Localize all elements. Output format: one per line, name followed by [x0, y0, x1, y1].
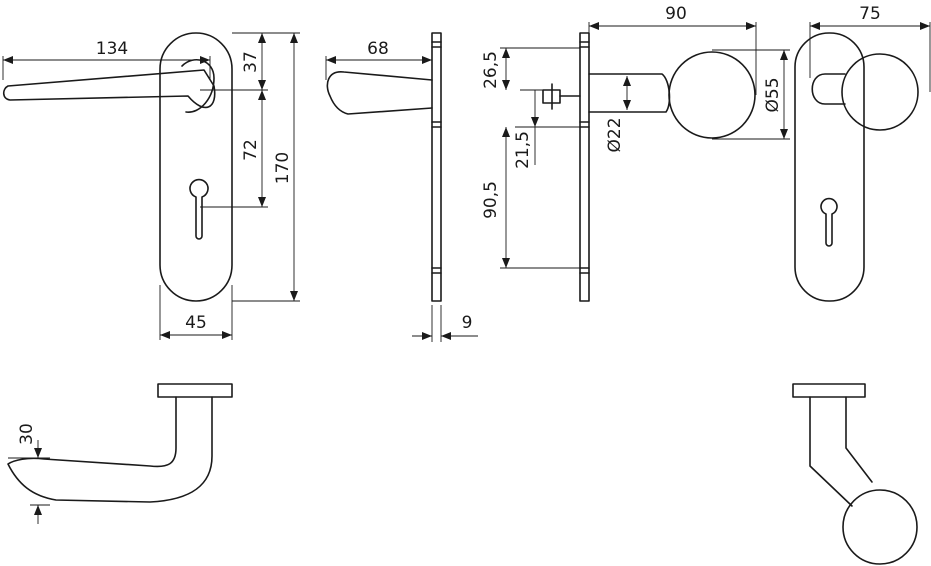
- dim-lever-projection: 68: [325, 39, 432, 80]
- knob-front-sphere: [841, 53, 919, 131]
- knob-keyhole: [820, 197, 838, 247]
- dim-offsets: 26,5 21,5 90,5: [481, 47, 580, 269]
- side-backplate: [431, 32, 442, 302]
- dim-knob-projection: 90: [588, 4, 757, 95]
- dim-grip-height: 30: [8, 423, 50, 524]
- dim-plate-thickness: 9: [412, 305, 478, 342]
- dim-plate-vertical: 37 72 170: [200, 32, 300, 302]
- keyhole: [189, 178, 209, 240]
- dim-plate-width: 45: [159, 285, 233, 340]
- knob-neck: [588, 73, 671, 113]
- label-90-5: 90,5: [481, 181, 501, 219]
- knob-neck-front: [811, 73, 846, 105]
- lever: [2, 69, 216, 109]
- top-lever: [7, 396, 213, 503]
- lever-side-view: [326, 32, 442, 302]
- label-90: 90: [665, 4, 687, 24]
- label-30: 30: [17, 423, 37, 445]
- dim-knob-diameter: Ø55: [712, 49, 790, 140]
- knob-backplate: [794, 32, 865, 302]
- label-68: 68: [367, 39, 389, 59]
- label-d22: Ø22: [605, 117, 625, 152]
- dim-lever-length: 134: [2, 39, 211, 80]
- dim-knob-plate-projection: 75: [809, 4, 931, 92]
- knob-top-rosette: [792, 383, 866, 398]
- label-170: 170: [273, 152, 293, 184]
- label-d55: Ø55: [763, 77, 783, 112]
- knob-top-sphere: [842, 489, 918, 565]
- knob-side-backplate: [579, 32, 590, 302]
- label-75: 75: [859, 4, 881, 24]
- label-21-5: 21,5: [513, 131, 533, 169]
- label-72: 72: [241, 139, 261, 161]
- knob-top-view: [792, 383, 918, 565]
- label-9: 9: [462, 313, 473, 333]
- label-134: 134: [96, 39, 128, 59]
- side-lever: [326, 71, 433, 115]
- label-26-5: 26,5: [481, 51, 501, 89]
- label-45: 45: [185, 313, 207, 333]
- knob-top-neck: [809, 396, 873, 507]
- label-37: 37: [241, 51, 261, 73]
- dim-neck-diameter: Ø22: [605, 76, 631, 153]
- knob-front-view: [794, 32, 919, 302]
- lever-top-view: [7, 383, 233, 503]
- knob-side-view: [542, 32, 756, 302]
- top-rosette: [157, 383, 233, 398]
- lever-front-view: [2, 32, 233, 302]
- backplate: [159, 32, 233, 302]
- knob-sphere: [668, 51, 756, 139]
